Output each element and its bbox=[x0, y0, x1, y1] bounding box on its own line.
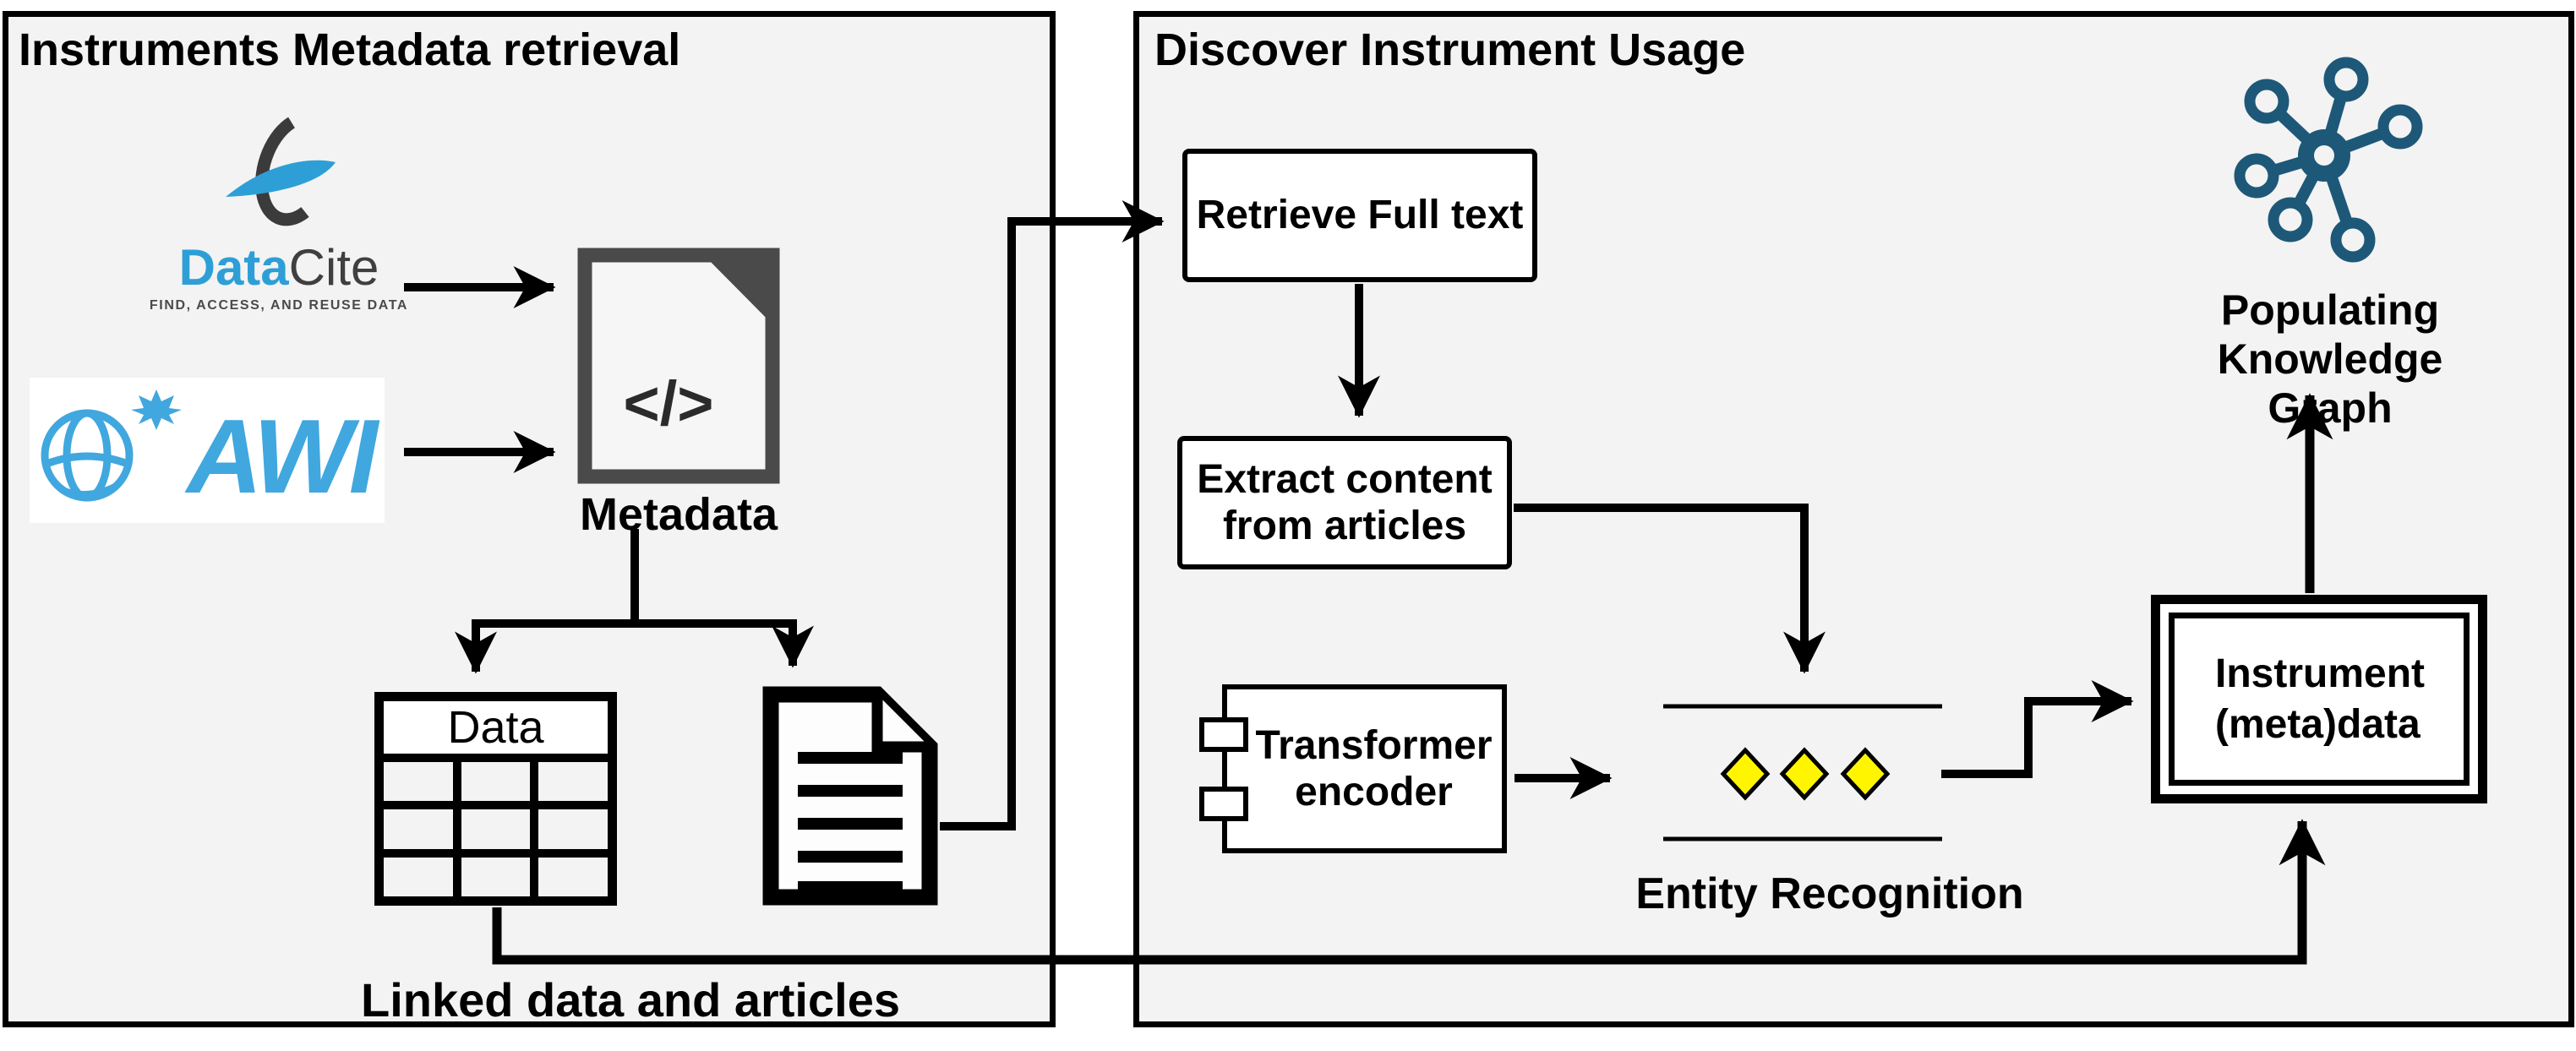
right-panel-title: Discover Instrument Usage bbox=[1154, 25, 1746, 75]
code-glyph: </> bbox=[624, 368, 714, 438]
table-cell bbox=[538, 857, 608, 896]
datacite-tagline: FIND, ACCESS, AND REUSE DATA bbox=[149, 298, 409, 313]
datacite-word-cite: Cite bbox=[288, 239, 379, 296]
table-cell bbox=[384, 762, 453, 802]
populating-knowledge-graph-label: Populating Knowledge Graph bbox=[2217, 286, 2443, 432]
instrument-metadata-box: Instrument (meta)data bbox=[2151, 595, 2487, 803]
awi-star-icon bbox=[131, 389, 182, 430]
datacite-wordmark: DataCite bbox=[179, 242, 379, 293]
instrument-metadata-inner-box: Instrument (meta)data bbox=[2169, 613, 2470, 786]
component-tab-icon bbox=[1199, 787, 1248, 821]
data-table-grid bbox=[384, 762, 608, 896]
awi-logo: AWI bbox=[30, 378, 385, 523]
component-tab-icon bbox=[1199, 717, 1248, 752]
data-table-icon: Data bbox=[374, 692, 617, 906]
datacite-word-data: Data bbox=[178, 239, 289, 296]
metadata-label: Metadata bbox=[579, 489, 778, 540]
article-document-icon bbox=[761, 684, 940, 912]
entity-recognition-label: Entity Recognition bbox=[1635, 869, 2024, 918]
retrieve-full-text-box: Retrieve Full text bbox=[1182, 149, 1537, 282]
table-cell bbox=[384, 857, 453, 896]
awi-logo-graphic: AWI bbox=[41, 389, 384, 515]
table-cell bbox=[538, 762, 608, 802]
datacite-logo: DataCite FIND, ACCESS, AND REUSE DATA bbox=[139, 114, 418, 313]
svg-text:AWI: AWI bbox=[184, 399, 380, 515]
table-cell bbox=[384, 809, 453, 849]
extract-content-line2: from articles bbox=[1222, 504, 1467, 548]
datacite-swoosh-icon bbox=[226, 117, 336, 226]
transformer-encoder-component: Transformer encoder bbox=[1222, 684, 1507, 853]
table-cell bbox=[461, 857, 531, 896]
left-panel-title: Instruments Metadata retrieval bbox=[19, 25, 681, 75]
retrieve-full-text-label: Retrieve Full text bbox=[1196, 193, 1524, 238]
extract-content-box: Extract content from articles bbox=[1177, 436, 1512, 569]
table-cell bbox=[538, 809, 608, 849]
extract-content-line1: Extract content bbox=[1197, 456, 1493, 502]
table-cell bbox=[461, 809, 531, 849]
transformer-encoder-label: Transformer encoder bbox=[1255, 722, 1493, 814]
instrument-line1: Instrument bbox=[2215, 651, 2426, 696]
knowledge-graph-icon bbox=[2233, 56, 2432, 276]
linked-data-label: Linked data and articles bbox=[361, 973, 900, 1026]
metadata-file-icon: </> bbox=[577, 248, 780, 488]
data-table-header: Data bbox=[384, 701, 608, 754]
table-cell bbox=[461, 762, 531, 802]
instrument-line2: (meta)data bbox=[2215, 701, 2420, 747]
